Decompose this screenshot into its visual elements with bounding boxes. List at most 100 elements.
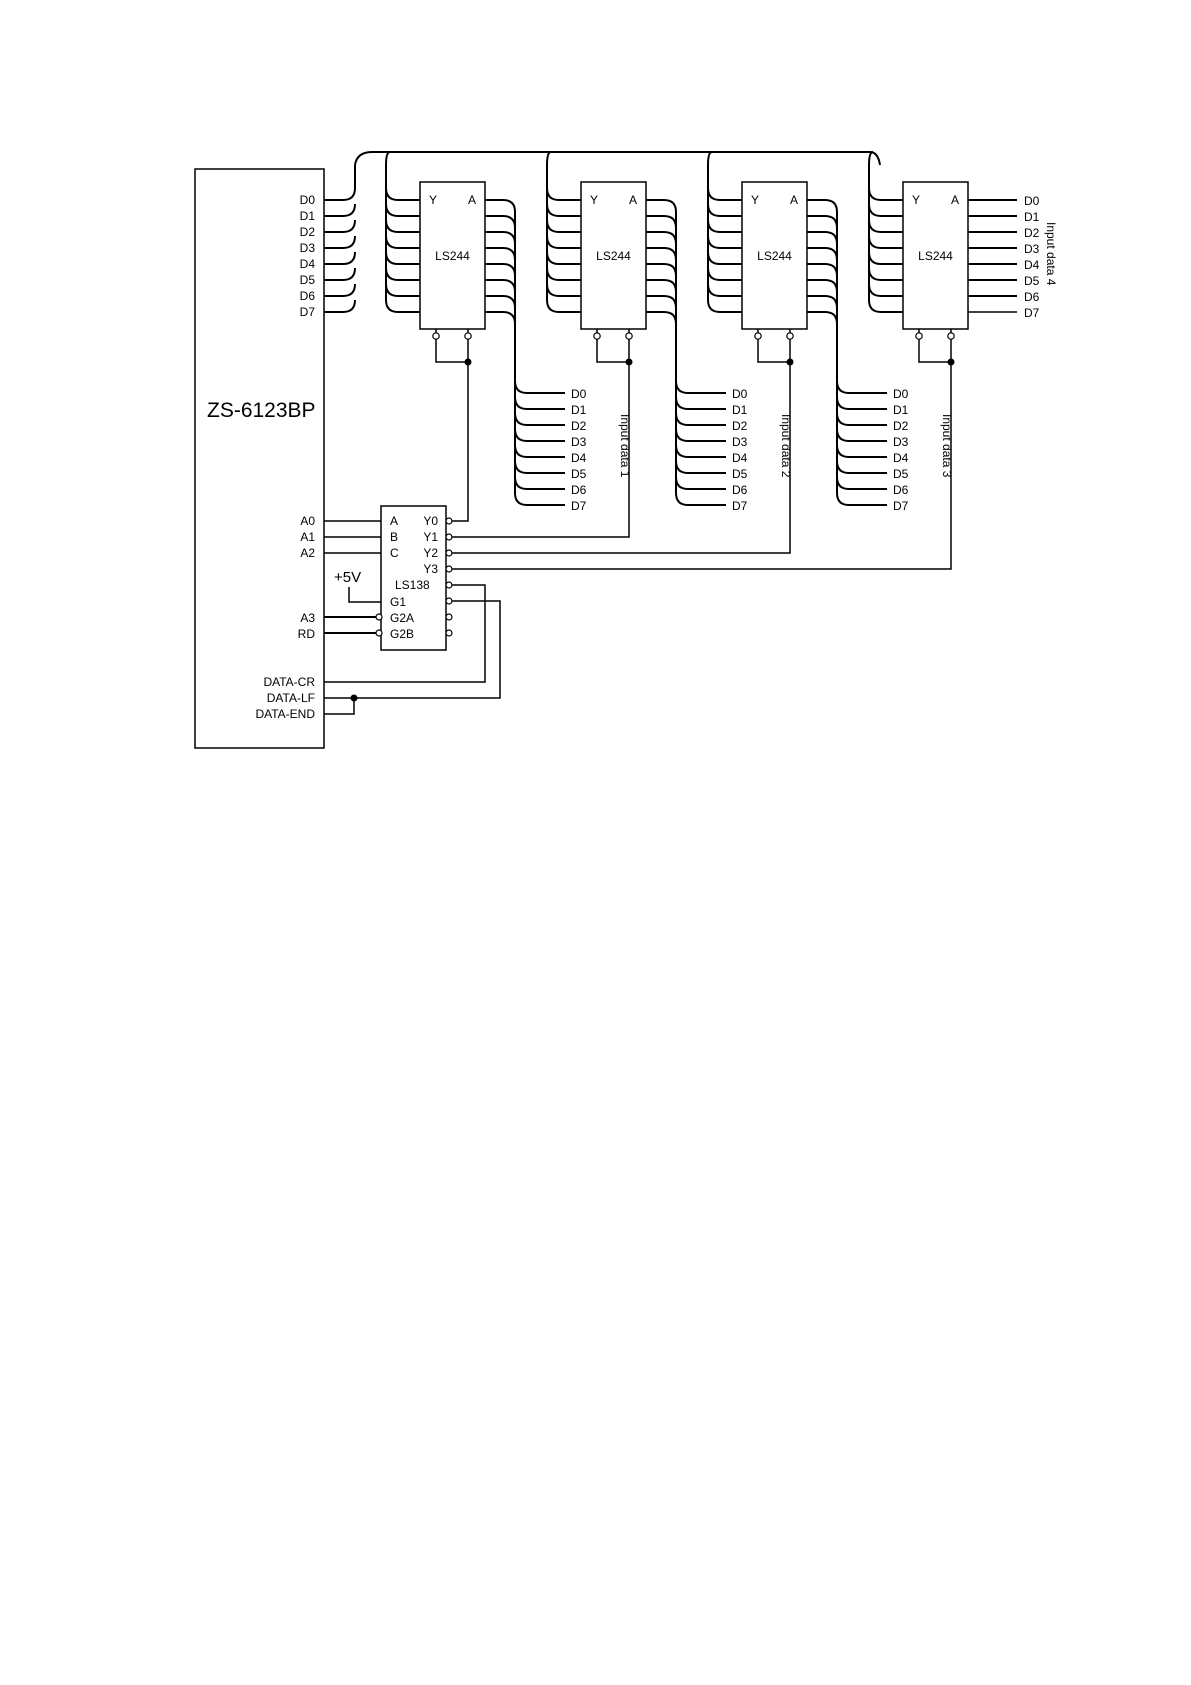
enable-bubble bbox=[915, 332, 923, 340]
power-wire bbox=[348, 587, 381, 603]
controller-pin-rd: RD bbox=[298, 627, 316, 641]
controller-pin-d6: D6 bbox=[300, 289, 316, 303]
a-side-wire bbox=[807, 199, 838, 213]
y-side-wire bbox=[546, 187, 581, 201]
y-side-wire bbox=[385, 219, 420, 233]
a-side-wire bbox=[485, 263, 516, 277]
controller-data-wire bbox=[324, 203, 356, 217]
buffer-a-label: A bbox=[468, 193, 476, 207]
controller-pin-d5: D5 bbox=[300, 273, 316, 287]
y-side-wire bbox=[385, 235, 420, 249]
y-side-wire bbox=[707, 235, 742, 249]
a-side-wire bbox=[807, 231, 838, 245]
output-pin-label: D3 bbox=[571, 435, 587, 449]
enable-bubble bbox=[754, 332, 762, 340]
controller-pin-a3: A3 bbox=[300, 611, 315, 625]
output-pin-label: D4 bbox=[1024, 258, 1040, 272]
enable-bubble bbox=[464, 332, 472, 340]
a-side-wire bbox=[646, 231, 677, 245]
y-side-wire bbox=[868, 187, 903, 201]
output-bubble bbox=[445, 533, 453, 541]
output-bubble bbox=[445, 597, 453, 605]
output-wire bbox=[514, 276, 565, 458]
controller-pin-a1: A1 bbox=[300, 530, 315, 544]
input-data-label: Input data 1 bbox=[618, 414, 632, 478]
output-pin-label: D5 bbox=[571, 467, 587, 481]
output-pin-label: D4 bbox=[571, 451, 587, 465]
output-wire bbox=[836, 292, 887, 474]
output-pin-label: D2 bbox=[1024, 226, 1040, 240]
controller-module bbox=[194, 168, 325, 749]
buffer-name: LS244 bbox=[918, 249, 953, 263]
input-data-label: Input data 2 bbox=[779, 414, 793, 478]
data-bus-wiring bbox=[324, 151, 881, 313]
buffer-y-label: Y bbox=[429, 193, 437, 207]
controller-pin-d3: D3 bbox=[300, 241, 316, 255]
controller-pin-d0: D0 bbox=[300, 193, 316, 207]
y-side-wire bbox=[546, 235, 581, 249]
output-pin-label: D1 bbox=[1024, 210, 1040, 224]
data-lf-wire bbox=[324, 600, 501, 699]
a-side-wire bbox=[646, 311, 677, 325]
a-side-wire bbox=[646, 215, 677, 229]
enable-join bbox=[918, 339, 952, 363]
output-wire bbox=[836, 228, 887, 410]
controller-pin-data-lf: DATA-LF bbox=[267, 691, 315, 705]
a-side-wire bbox=[646, 199, 677, 213]
output-pin-label: D7 bbox=[893, 499, 909, 513]
controller-data-wire bbox=[324, 283, 356, 297]
y-side-wire bbox=[868, 267, 903, 281]
y-side-wire bbox=[868, 251, 903, 265]
y-side-wire bbox=[707, 267, 742, 281]
output-pin-label: D0 bbox=[732, 387, 748, 401]
controller-pin-a2: A2 bbox=[300, 546, 315, 560]
junction-dot bbox=[350, 694, 358, 702]
output-wire bbox=[514, 260, 565, 442]
a-side-wire bbox=[807, 295, 838, 309]
a-side-wire bbox=[485, 311, 516, 325]
a-side-wire bbox=[485, 215, 516, 229]
output-pin-label: D2 bbox=[571, 419, 587, 433]
output-pin-label: D2 bbox=[893, 419, 909, 433]
y-side-wire bbox=[546, 219, 581, 233]
output-bubble bbox=[445, 613, 453, 621]
buffer-a-label: A bbox=[629, 193, 637, 207]
a-side-wire bbox=[646, 279, 677, 293]
a-side-wire bbox=[485, 295, 516, 309]
output-pin-label: D3 bbox=[732, 435, 748, 449]
data-end-wire bbox=[324, 698, 355, 715]
controller-pin-d2: D2 bbox=[300, 225, 316, 239]
a-side-wire bbox=[646, 263, 677, 277]
y-side-wire bbox=[707, 219, 742, 233]
decoder-input-b: B bbox=[390, 530, 398, 544]
y-side-wire bbox=[546, 299, 581, 313]
output-pin-label: D1 bbox=[571, 403, 587, 417]
output-wire bbox=[675, 228, 726, 410]
output-pin-label: D3 bbox=[1024, 242, 1040, 256]
buffer-y-label: Y bbox=[590, 193, 598, 207]
output-pin-label: D1 bbox=[893, 403, 909, 417]
a-side-wire bbox=[807, 247, 838, 261]
enable-bubble bbox=[947, 332, 955, 340]
decoder-enable-g2b: G2B bbox=[390, 627, 414, 641]
controller-data-wire bbox=[324, 219, 356, 233]
output-pin-label: D0 bbox=[893, 387, 909, 401]
output-pin-label: D5 bbox=[893, 467, 909, 481]
power-label: +5V bbox=[334, 569, 361, 586]
enable-bubble bbox=[432, 332, 440, 340]
output-pin-label: D0 bbox=[571, 387, 587, 401]
output-pin-label: D4 bbox=[732, 451, 748, 465]
output-wire bbox=[836, 260, 887, 442]
y-side-wire bbox=[546, 283, 581, 297]
output-wire bbox=[836, 324, 887, 506]
output-bubble bbox=[445, 581, 453, 589]
decoder-input-c: C bbox=[390, 546, 399, 560]
decoder-enable-g1: G1 bbox=[390, 595, 406, 609]
decoder-chip bbox=[380, 505, 447, 651]
a-side-wire bbox=[807, 263, 838, 277]
controller-data-pin-labels: D0 D1 D2 D3 D4 D5 D6 D7 bbox=[300, 193, 316, 319]
